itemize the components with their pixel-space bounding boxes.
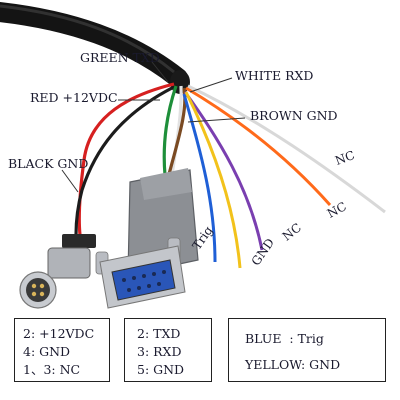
dsub-hood-top [140,168,192,200]
label-white-rxd: WHITE RXD [235,68,314,83]
label-brown-gnd: BROWN GND [250,108,338,123]
label-red-12vdc: RED +12VDC [30,90,118,105]
power-connector-inner [26,278,50,302]
legend-dsub-line-1: 2: TXD [137,326,181,341]
wire-orange [185,86,332,206]
legend-dsub-line-2: 3: RXD [137,344,182,359]
legend-wires-line-2: YELLOW: GND [245,357,341,372]
label-black-gnd: BLACK GND [8,156,89,171]
black-cable [0,2,188,88]
wire-white [170,85,183,176]
legend-power-line-3: 1、3: NC [23,362,81,377]
label-green-txd: GREEN TXD [80,50,160,65]
dsub-pins [122,270,166,292]
wire-blue [182,93,217,263]
wire-black [74,86,173,236]
wire-white-loose [187,84,386,214]
wire-yellow [184,91,242,269]
callout-lines [61,61,246,193]
legend-power-line-2: 4: GND [23,344,71,359]
wire-red [77,82,175,236]
wire-green [162,85,178,176]
legend-dsub-pins: 2: TXD 3: RXD 5: GND [124,318,212,382]
power-connector-nut [62,234,96,248]
power-connector-body [47,247,91,279]
legend-loose-wires: BLUE : Trig YELLOW: GND [228,318,386,382]
legend-power-pins: 2: +12VDC 4: GND 1、3: NC [14,318,110,382]
legend-dsub-line-3: 5: GND [137,362,185,377]
black-cable-highlight [0,4,175,74]
legend-power-line-1: 2: +12VDC [23,326,95,341]
legend-wires-line-1: BLUE : Trig [245,331,324,346]
wire-purple [183,91,264,251]
power-connector-pins [31,283,45,297]
